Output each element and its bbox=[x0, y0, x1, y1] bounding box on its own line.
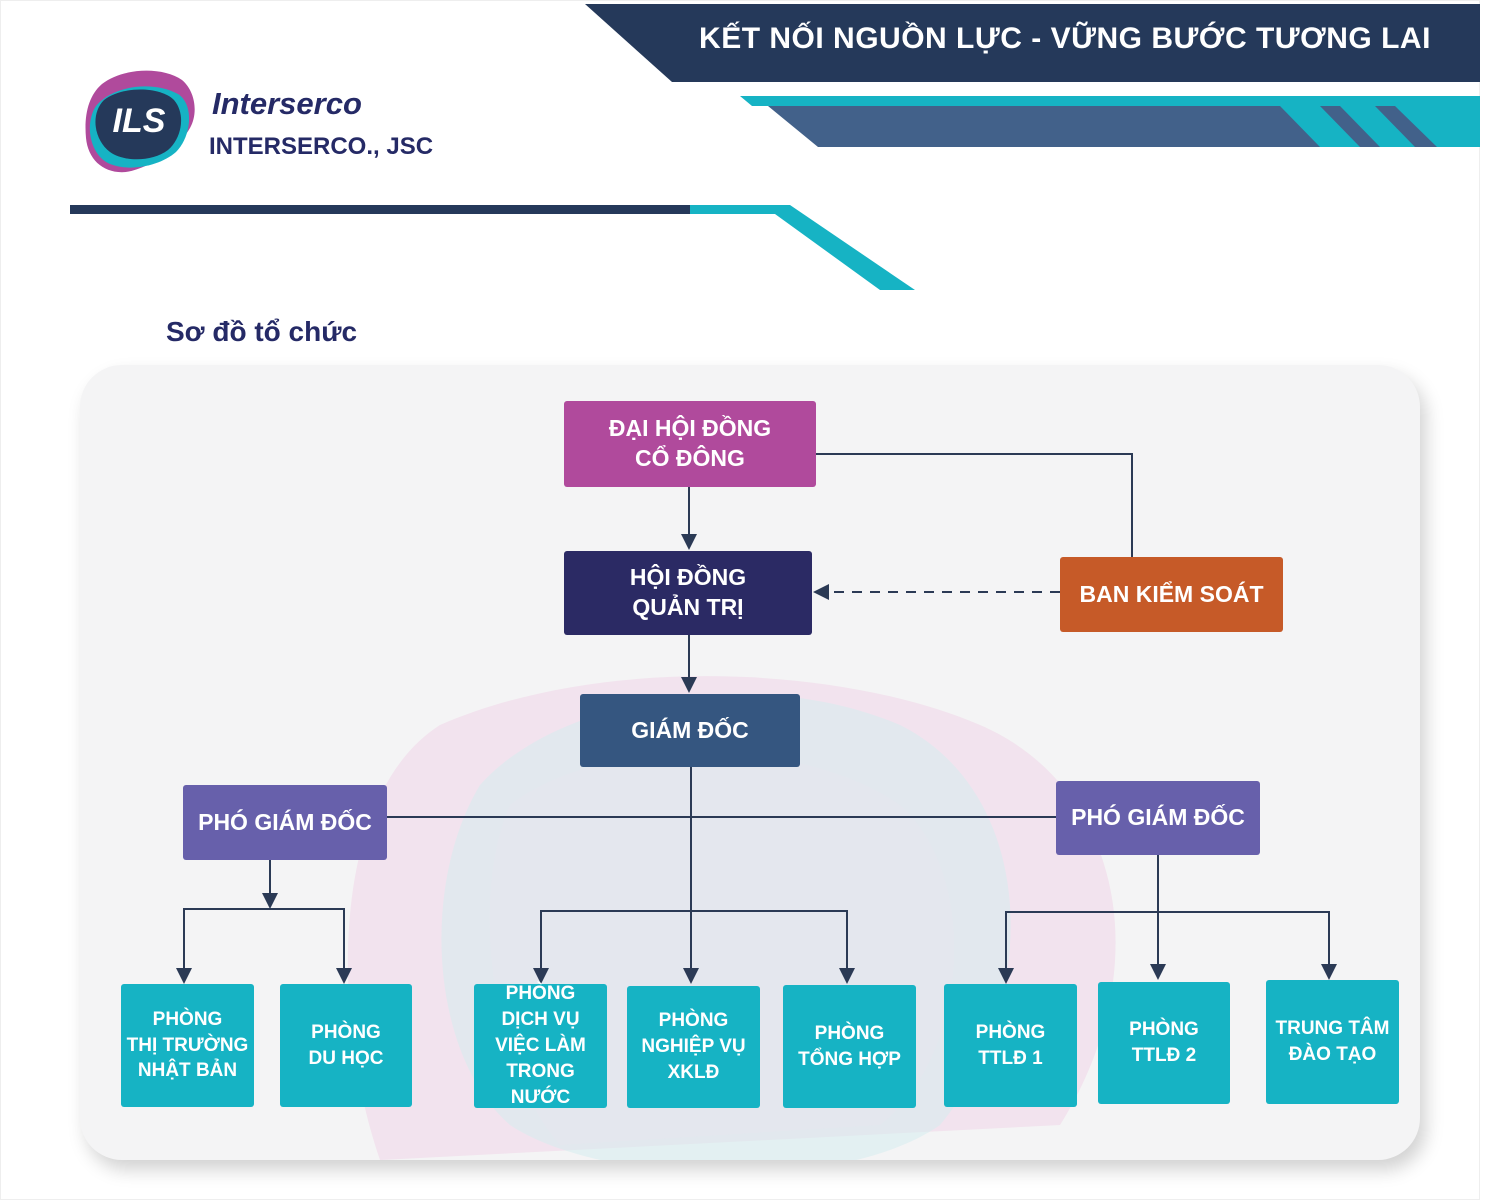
dept-domestic-jobs-box: PHÒNG DỊCH VỤ VIỆC LÀM TRONG NƯỚC bbox=[474, 983, 607, 1108]
supervisory-box: BAN KIỂM SOÁT bbox=[1060, 557, 1283, 632]
training-center-box: TRUNG TÂM ĐÀO TẠO bbox=[1266, 980, 1399, 1104]
org-chart-panel: ĐẠI HỘI ĐỒNG CỔ ĐÔNG HỘI ĐỒNG QUẢN TRỊ B… bbox=[80, 365, 1420, 1160]
header-banner-graphics bbox=[70, 4, 1480, 290]
dept-study-abroad-box: PHÒNG DU HỌC bbox=[280, 984, 412, 1107]
svg-text:ILS: ILS bbox=[113, 102, 166, 140]
dept-japan-market-box: PHÒNG THỊ TRƯỜNG NHẬT BẢN bbox=[121, 984, 254, 1107]
section-title: Sơ đồ tổ chức bbox=[166, 316, 358, 347]
shareholders-box: ĐẠI HỘI ĐỒNG CỔ ĐÔNG bbox=[564, 401, 816, 487]
ils-logo-icon: ILS bbox=[85, 70, 195, 173]
dept-general-affairs-box: PHÒNG TỔNG HỢP bbox=[783, 985, 916, 1108]
director-box: GIÁM ĐỐC bbox=[580, 694, 800, 767]
dept-ttld2-box: PHÒNG TTLĐ 2 bbox=[1098, 982, 1230, 1104]
deputy-director-right-box: PHÓ GIÁM ĐỐC bbox=[1056, 781, 1260, 855]
board-box: HỘI ĐỒNG QUẢN TRỊ bbox=[564, 551, 812, 635]
brand-name: Interserco bbox=[212, 86, 362, 121]
dept-ttld1-box: PHÒNG TTLĐ 1 bbox=[944, 984, 1077, 1107]
connector-lines bbox=[176, 453, 1337, 984]
header-slogan: KẾT NỐI NGUỒN LỰC - VỮNG BƯỚC TƯƠNG LAI bbox=[699, 22, 1431, 55]
company-name: INTERSERCO., JSC bbox=[209, 133, 434, 160]
deputy-director-left-box: PHÓ GIÁM ĐỐC bbox=[183, 785, 387, 860]
dept-labor-export-box: PHÒNG NGHIỆP VỤ XKLĐ bbox=[627, 986, 760, 1108]
